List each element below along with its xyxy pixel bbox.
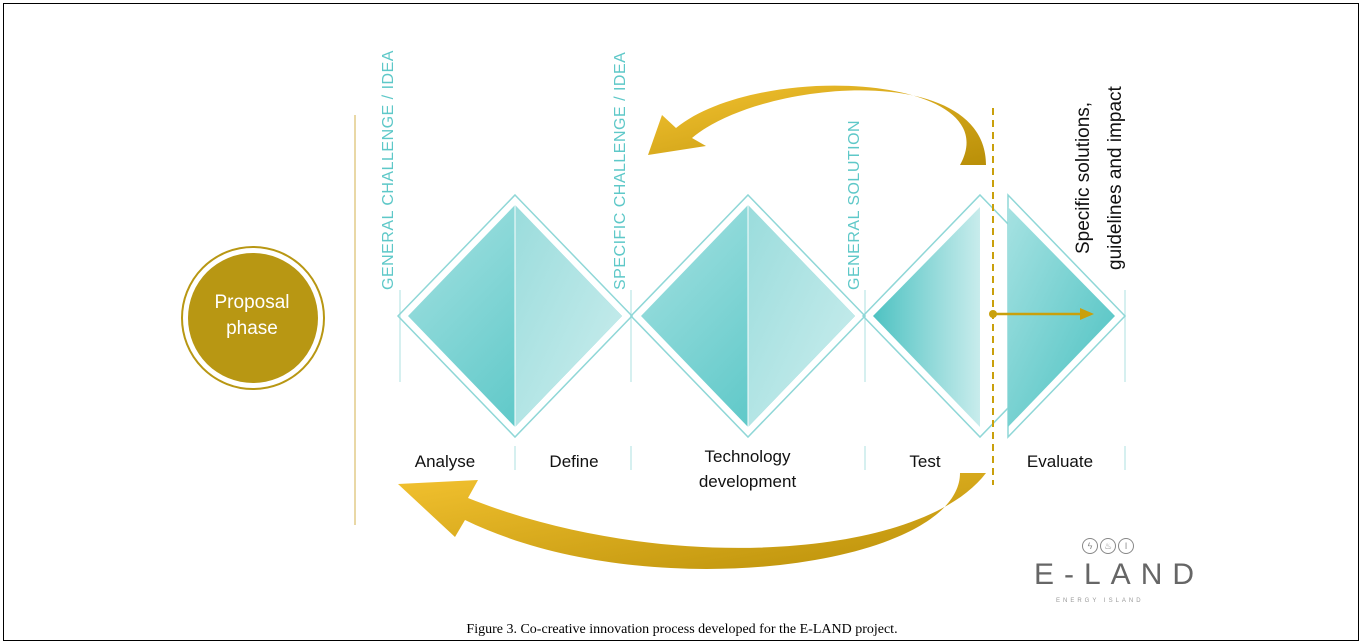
- lightning-icon: ϟ: [1082, 538, 1098, 554]
- figure-caption: Figure 3. Co-creative innovation process…: [466, 622, 898, 637]
- thermometer-icon: ǀ: [1118, 538, 1134, 554]
- label-general-solution: GENERAL SOLUTION: [846, 119, 863, 290]
- proposal-phase-circle: [181, 246, 325, 390]
- logo-subtitle: ENERGY ISLAND: [1056, 598, 1144, 604]
- logo-text: E-LAND: [1034, 558, 1205, 591]
- phase-test: Test: [909, 452, 941, 471]
- phase-define: Define: [549, 452, 599, 471]
- bottom-feedback-arrow: [398, 473, 986, 569]
- proposal-phase-label: Proposal phase: [186, 290, 318, 342]
- phase-divider-lines: [399, 290, 1126, 470]
- label-general-challenge: GENERAL CHALLENGE / IDEA: [380, 50, 397, 290]
- proposal-line1: Proposal: [214, 292, 290, 313]
- diamond-analyse-define: [396, 193, 634, 439]
- flame-icon: ♨: [1100, 538, 1116, 554]
- label-specific-solutions-line2: guidelines and impact: [1105, 86, 1126, 270]
- phase-analyse: Analyse: [414, 452, 476, 471]
- top-feedback-arrow: [648, 85, 986, 165]
- proposal-line2: phase: [226, 318, 278, 339]
- phase-development: development: [698, 472, 797, 491]
- label-specific-challenge: SPECIFIC CHALLENGE / IDEA: [612, 51, 629, 290]
- phase-evaluate: Evaluate: [1026, 452, 1094, 471]
- phase-technology: Technology: [704, 447, 791, 466]
- figure-frame: [3, 3, 1359, 641]
- diamond-technology-development: [629, 193, 867, 439]
- label-specific-solutions-line1: Specific solutions,: [1073, 101, 1094, 254]
- evaluate-arrow: [989, 308, 1094, 320]
- diamond-test-evaluate: [861, 193, 1127, 439]
